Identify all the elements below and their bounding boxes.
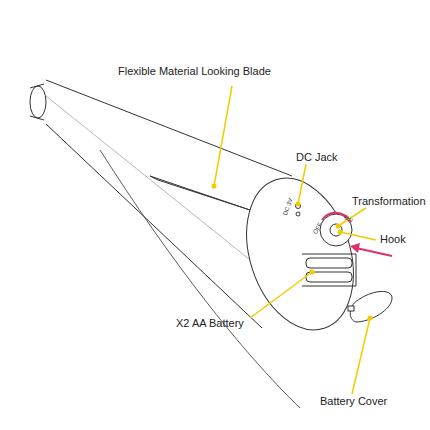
blade bbox=[150, 176, 250, 210]
end-cap bbox=[30, 86, 46, 118]
battery-compartment bbox=[302, 254, 356, 286]
cap-edge bbox=[30, 84, 44, 120]
battery-cover bbox=[350, 291, 392, 322]
leader-lines bbox=[212, 86, 376, 394]
battery bbox=[306, 258, 352, 268]
cone-bottom-edge bbox=[46, 124, 262, 328]
cone-top-edge bbox=[46, 80, 292, 176]
part-label: Transformation bbox=[352, 196, 426, 207]
part-label: Hook bbox=[380, 234, 406, 245]
dc-jack-pin bbox=[296, 212, 300, 216]
cover-tab bbox=[348, 306, 354, 311]
part-label: DC Jack bbox=[296, 152, 338, 163]
part-label: Battery Cover bbox=[320, 396, 387, 407]
part-label: Flexible Material Looking Blade bbox=[118, 66, 271, 77]
hook-hub bbox=[330, 224, 342, 236]
part-label: X2 AA Battery bbox=[176, 318, 244, 329]
